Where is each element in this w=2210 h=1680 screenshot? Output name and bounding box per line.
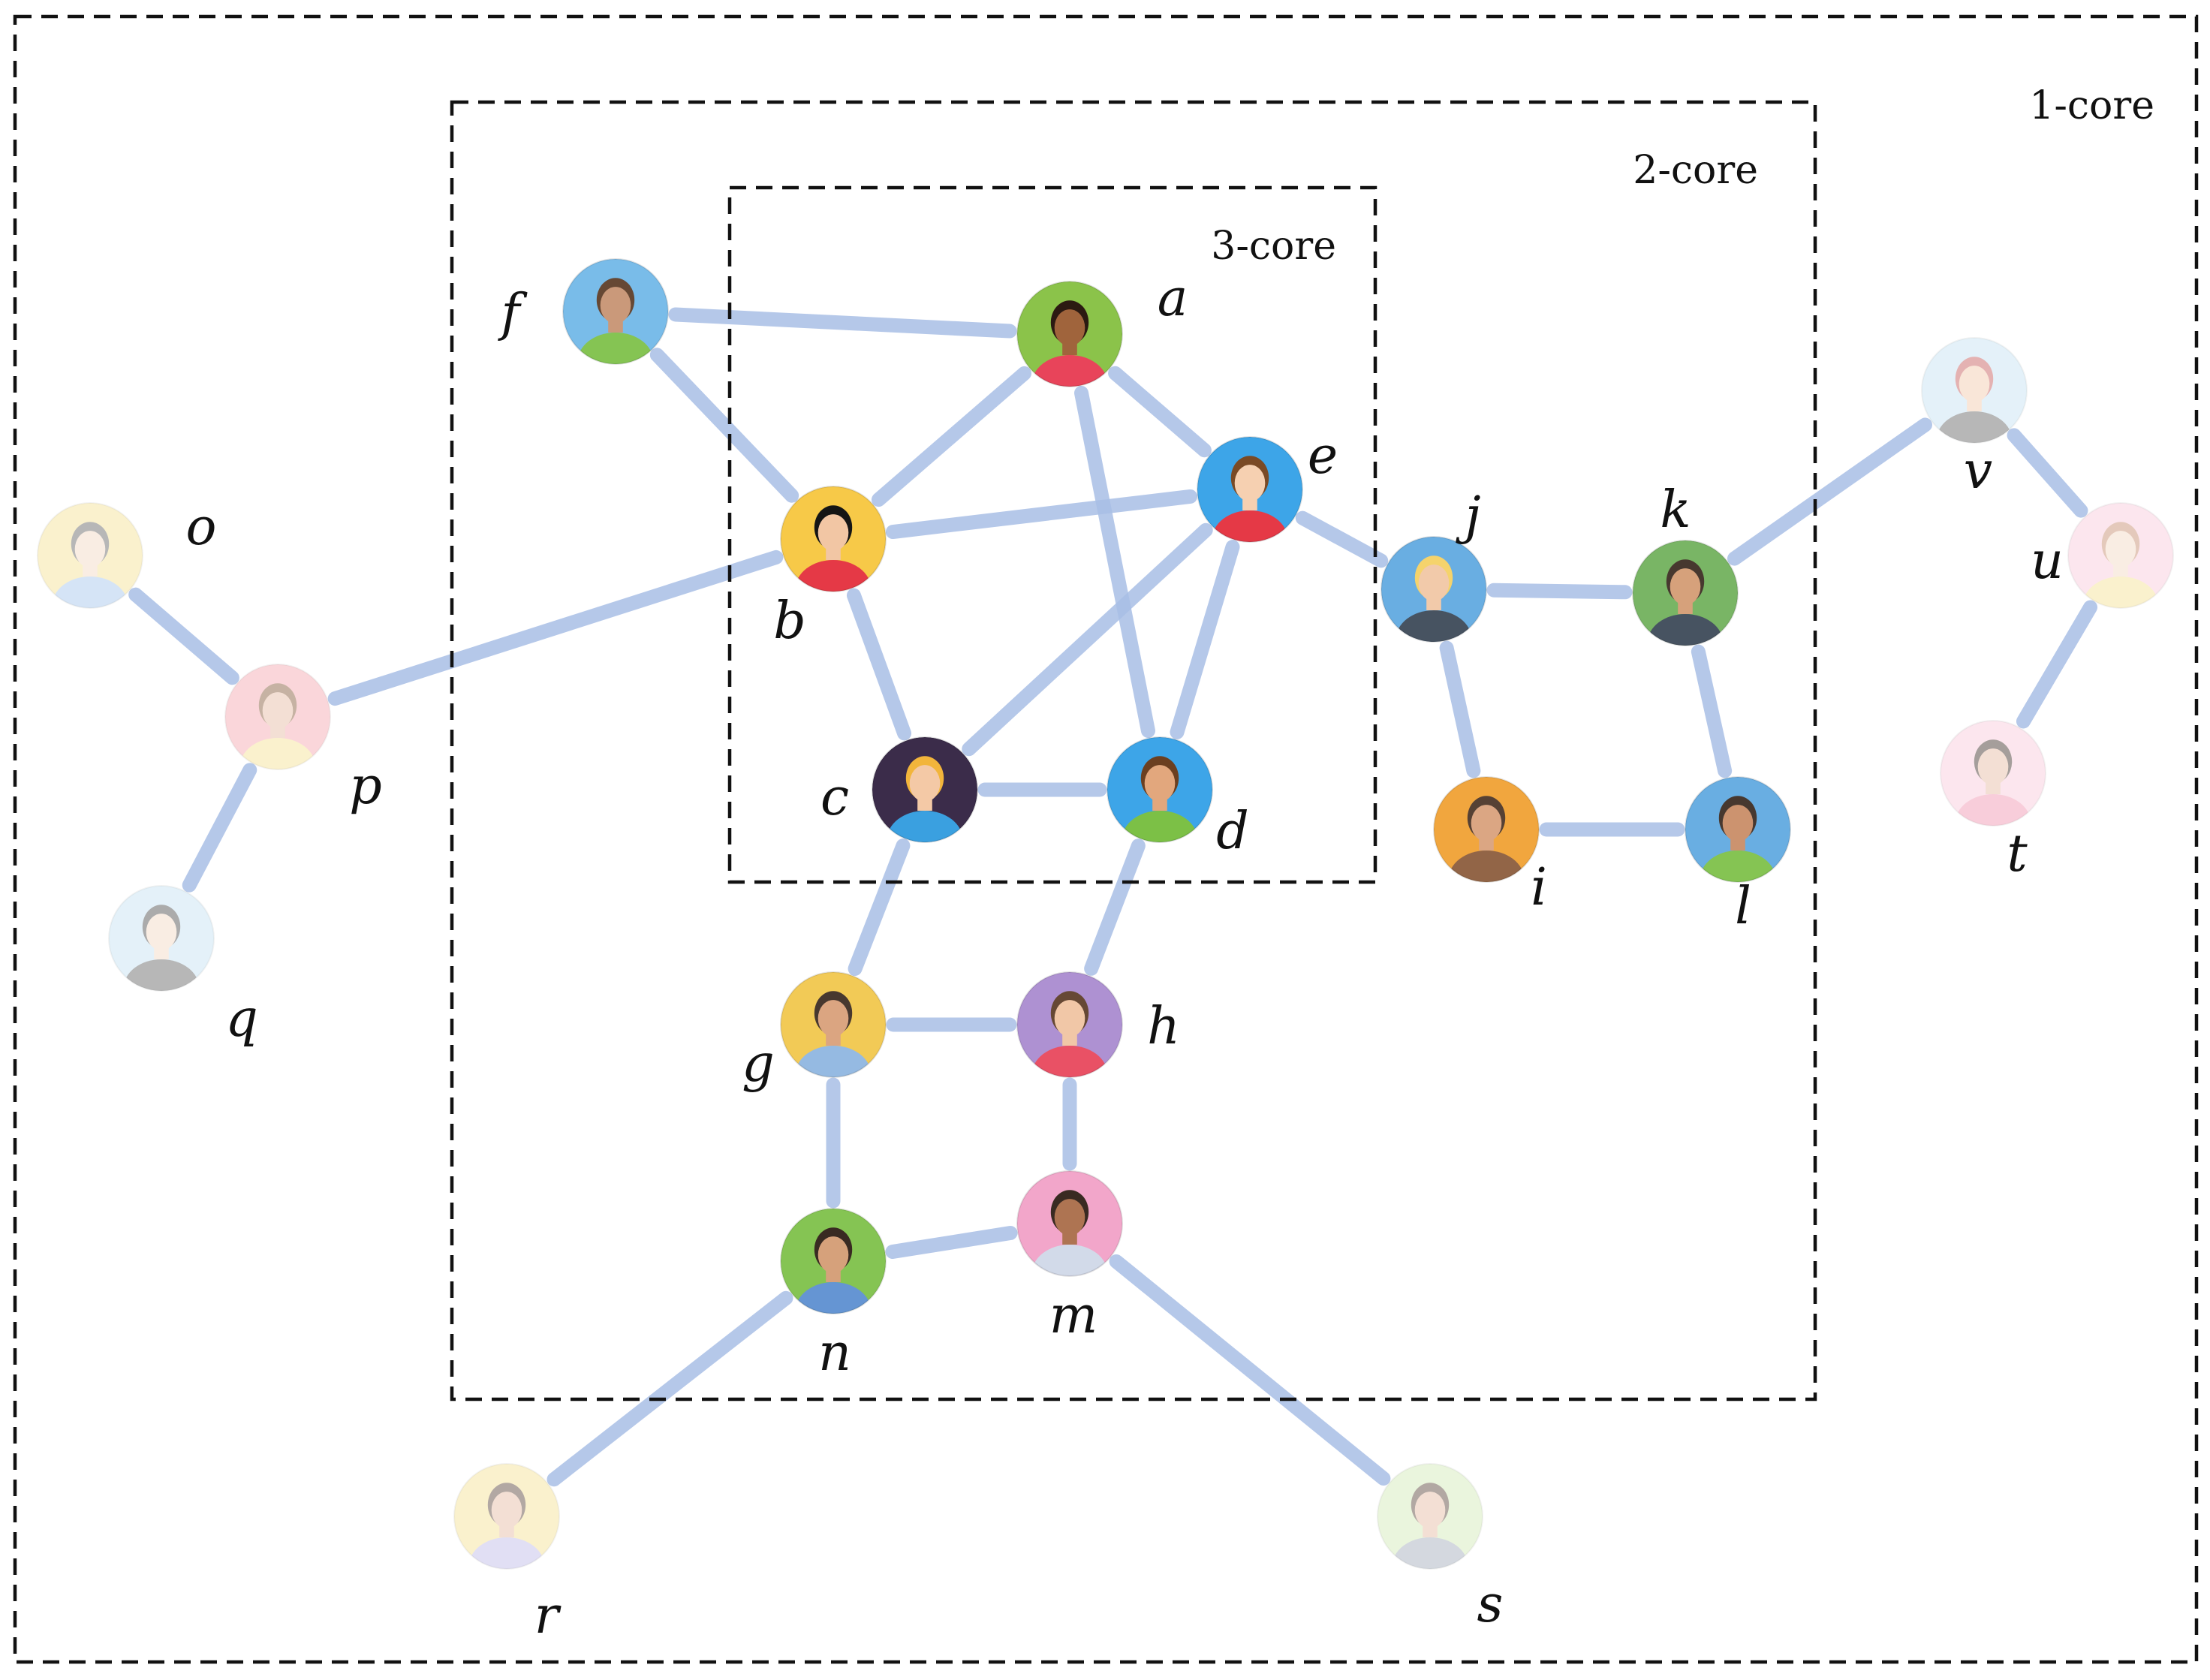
node-a [1016, 281, 1123, 387]
node-h [1016, 971, 1123, 1078]
edge-a-e [1108, 366, 1212, 458]
edge-p-q [182, 763, 257, 893]
edge-j-k [1486, 583, 1633, 600]
edge-n-m [885, 1226, 1018, 1259]
person-avatar-icon [454, 1464, 559, 1569]
node-n [780, 1208, 887, 1314]
node-label-f: f [497, 284, 528, 343]
edge-u-t [2016, 600, 2098, 729]
node-l [1685, 776, 1791, 883]
node-g [780, 971, 887, 1078]
node-label-n: n [818, 1323, 851, 1383]
edge-o-p [128, 587, 239, 685]
node-label-l: l [1735, 877, 1751, 936]
person-avatar-icon [1017, 282, 1122, 387]
edge-k-l [1691, 644, 1733, 778]
nodes-layer: a b c d e f g h i j k l m n o p q r s t uv [37, 258, 2174, 1645]
node-label-g: g [742, 1034, 775, 1094]
node-label-h: h [1147, 997, 1180, 1056]
person-avatar-icon [1017, 1171, 1122, 1276]
person-avatar-icon [225, 664, 330, 769]
person-avatar-icon [109, 886, 214, 991]
edge-m-s [1109, 1254, 1391, 1486]
person-avatar-icon [1434, 777, 1539, 882]
person-avatar-icon [563, 259, 668, 364]
node-label-i: i [1531, 858, 1547, 917]
edge-a-b [871, 366, 1032, 507]
node-f [562, 258, 669, 365]
person-avatar-icon [1941, 721, 2046, 826]
node-label-e: e [1308, 426, 1338, 486]
node-k [1632, 540, 1739, 646]
person-avatar-icon [1107, 737, 1212, 842]
core-1-boundary [13, 14, 2199, 1664]
edge-n-r [546, 1290, 793, 1487]
node-label-j: j [1455, 486, 1480, 546]
edge-e-j [1295, 510, 1389, 568]
node-i [1433, 776, 1540, 883]
node-label-v: v [1964, 441, 1992, 501]
person-avatar-icon [1633, 540, 1738, 646]
node-label-o: o [186, 498, 217, 557]
edge-d-h [1084, 838, 1146, 976]
edge-e-d [1170, 540, 1240, 739]
edges-layer [128, 307, 2098, 1487]
person-avatar-icon [1377, 1464, 1483, 1569]
edge-v-u [2007, 428, 2088, 518]
node-label-m: m [1049, 1286, 1097, 1345]
core-1-label: 1-core [2029, 83, 2154, 128]
person-avatar-icon [781, 972, 886, 1077]
node-r [453, 1463, 560, 1570]
node-q [108, 885, 215, 992]
node-u [2067, 502, 2174, 609]
node-label-p: p [349, 757, 382, 816]
node-v [1921, 337, 2028, 444]
node-t [1940, 720, 2046, 826]
edge-c-g [848, 838, 911, 976]
node-label-t: t [2007, 824, 2028, 884]
node-j [1380, 536, 1487, 643]
node-label-q: q [225, 989, 258, 1049]
edge-a-d [1074, 385, 1155, 739]
core-3-label: 3-core [1211, 224, 1336, 269]
edge-j-i [1439, 640, 1481, 778]
node-label-s: s [1477, 1575, 1504, 1634]
node-m [1016, 1170, 1123, 1277]
person-avatar-icon [781, 1209, 886, 1314]
core-3-boundary [727, 185, 1377, 884]
person-avatar-icon [1017, 972, 1122, 1077]
edge-b-p [327, 549, 784, 706]
node-o [37, 502, 143, 609]
edge-f-a [668, 307, 1017, 339]
edge-k-v [1727, 417, 1933, 566]
edge-e-c [962, 522, 1213, 757]
node-label-a: a [1158, 269, 1188, 328]
node-e [1197, 436, 1303, 543]
person-avatar-icon [1685, 777, 1790, 882]
node-b [780, 486, 887, 592]
node-p [224, 664, 331, 770]
node-label-k: k [1660, 480, 1691, 540]
person-avatar-icon [1381, 537, 1486, 642]
node-s [1377, 1463, 1483, 1570]
core-2-boundary [450, 100, 1817, 1402]
edge-b-c [846, 588, 912, 741]
node-label-d: d [1216, 802, 1249, 861]
edge-f-b [649, 348, 799, 503]
person-avatar-icon [1197, 437, 1302, 542]
person-avatar-icon [1922, 338, 2027, 443]
person-avatar-icon [2068, 503, 2173, 608]
node-label-b: b [773, 592, 806, 651]
node-d [1107, 736, 1213, 843]
node-label-c: c [820, 768, 849, 827]
edge-b-e [885, 489, 1198, 540]
person-avatar-icon [38, 503, 143, 608]
person-avatar-icon [872, 737, 977, 842]
node-c [872, 736, 978, 843]
person-avatar-icon [781, 486, 886, 592]
node-label-r: r [534, 1586, 562, 1645]
core-2-label: 2-core [1633, 148, 1758, 193]
node-label-u: u [2031, 531, 2064, 591]
